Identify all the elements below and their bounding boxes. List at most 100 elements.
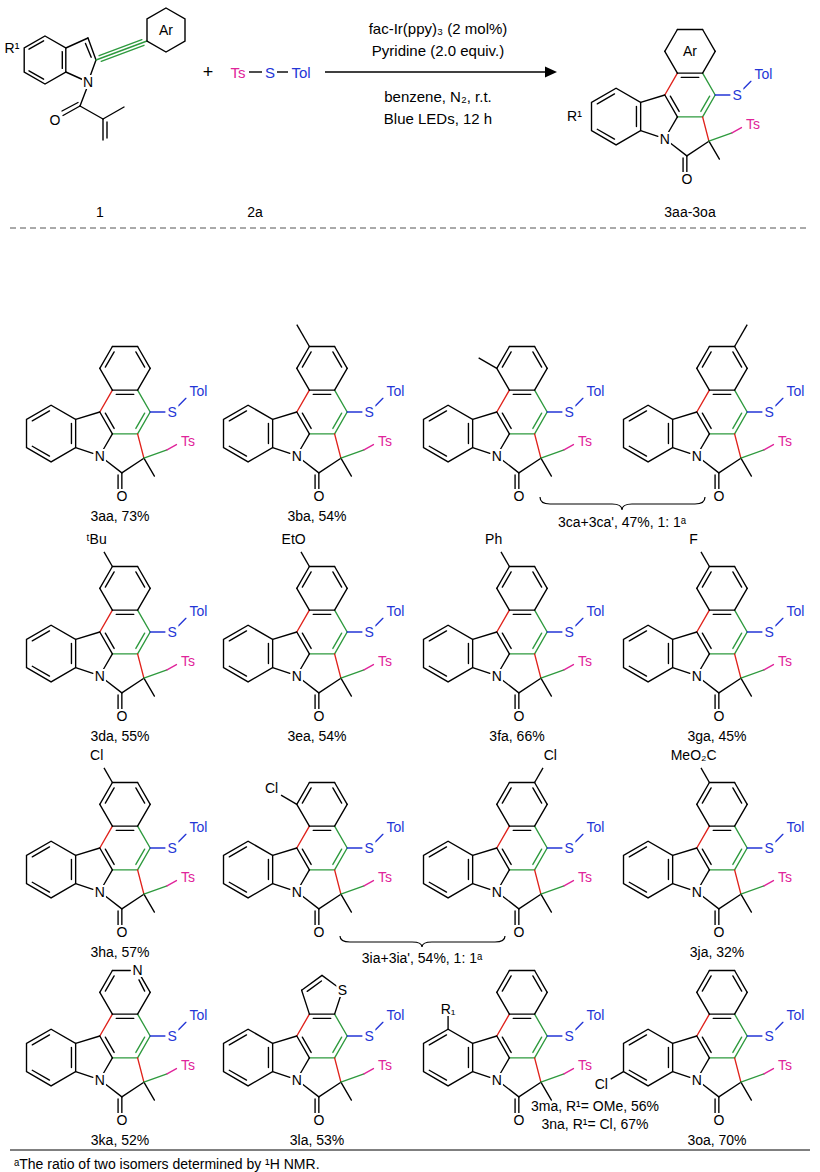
atom-label: S <box>364 625 375 639</box>
compound-label: 3fa, 66% <box>489 729 544 743</box>
atom-label: N <box>132 963 144 977</box>
atom-label: N <box>291 449 303 463</box>
condition-text: Pyridine (2.0 equiv.) <box>372 43 504 58</box>
product-structure <box>424 346 583 488</box>
product-structure <box>624 325 783 489</box>
compound-label: 3ka, 52% <box>91 1133 149 1147</box>
atom-label: Ts <box>230 65 247 80</box>
atom-label: R¹ <box>566 109 583 123</box>
atom-label: O <box>712 709 725 723</box>
product-structure <box>224 552 383 709</box>
atom-label: N <box>94 1073 106 1087</box>
atom-label: N <box>491 885 503 899</box>
product-structure <box>27 970 186 1112</box>
condition-text: Blue LEDs, 12 h <box>384 111 492 126</box>
product-structure <box>224 975 383 1112</box>
atom-label: Tol <box>586 820 606 834</box>
atom-label: Tol <box>290 65 311 80</box>
atom-label: Ts <box>377 870 393 884</box>
product-structure <box>624 768 783 925</box>
atom-label: S <box>564 841 575 855</box>
atom-label: N <box>291 1073 303 1087</box>
atom-label: F <box>688 532 699 546</box>
atom-label: Tol <box>586 384 606 398</box>
atom-label: Ts <box>745 117 761 131</box>
atom-label: O <box>115 1113 128 1127</box>
atom-label: Cl <box>543 748 558 762</box>
atom-label: N <box>691 449 703 463</box>
atom-label: O <box>312 489 325 503</box>
atom-label: Ph <box>484 532 503 546</box>
atom-label: S <box>167 625 178 639</box>
atom-label: Ar <box>682 44 698 58</box>
atom-label: O <box>712 925 725 939</box>
atom-label: Ts <box>377 654 393 668</box>
atom-label: MeO₂C <box>670 748 718 762</box>
atom-label: S <box>364 405 375 419</box>
atom-label: Ts <box>577 434 593 448</box>
atom-label: N <box>94 885 106 899</box>
atom-label: Ts <box>577 654 593 668</box>
compound-label: 3ia+3ia', 54%, 1: 1ᵃ <box>362 951 482 965</box>
atom-label: N <box>691 885 703 899</box>
atom-label: S <box>364 1029 375 1043</box>
atom-label: O <box>512 925 525 939</box>
compound-label: 3la, 53% <box>290 1133 344 1147</box>
atom-label: Tol <box>189 820 209 834</box>
atom-label: O <box>115 925 128 939</box>
atom-label: Ts <box>777 1058 793 1072</box>
compound-label: 3ea, 54% <box>287 729 346 743</box>
isomer-brace <box>340 936 505 947</box>
atom-label: Ts <box>180 654 196 668</box>
product-structure <box>424 552 583 709</box>
atom-label: N <box>491 449 503 463</box>
atom-label: Tol <box>786 384 806 398</box>
atom-label: Cl <box>89 748 104 762</box>
atom-label: O <box>512 489 525 503</box>
atom-label: Tol <box>786 1008 806 1022</box>
product-structure <box>224 782 383 924</box>
atom-label: S <box>732 88 743 102</box>
atom-label: N <box>291 669 303 683</box>
atom-label: S <box>364 841 375 855</box>
atom-label: Cl <box>594 1077 609 1091</box>
atom-label: S <box>167 1029 178 1043</box>
atom-label: O <box>115 709 128 723</box>
atom-label: Ts <box>577 1058 593 1072</box>
atom-label: Tol <box>189 1008 209 1022</box>
divider-dashed <box>10 228 810 229</box>
atom-label: S <box>564 405 575 419</box>
atom-label: S <box>167 405 178 419</box>
atom-label: ᵗBu <box>86 532 108 546</box>
atom-label: S <box>337 983 348 997</box>
atom-label: O <box>49 113 62 127</box>
atom-label: Ts <box>180 434 196 448</box>
compound-label: 3oa, 70% <box>687 1133 746 1147</box>
atom-label: O <box>312 709 325 723</box>
atom-label: Tol <box>189 384 209 398</box>
atom-label: N <box>94 669 106 683</box>
atom-label: O <box>312 1113 325 1127</box>
compound-label: 3ja, 32% <box>690 945 744 959</box>
atom-label: Ts <box>777 870 793 884</box>
atom-label: Ar <box>158 23 174 37</box>
atom-label: O <box>512 1113 525 1127</box>
atom-label: O <box>512 709 525 723</box>
plus-sign: + <box>203 63 214 81</box>
atom-label: S <box>564 625 575 639</box>
compound-label: 3aa-3oa <box>664 205 715 219</box>
atom-label: S <box>764 405 775 419</box>
product-structure <box>611 970 783 1112</box>
atom-label: Ts <box>377 1058 393 1072</box>
atom-label: N <box>82 75 94 89</box>
compound-label: 3na, R¹= Cl, 67% <box>542 1117 649 1131</box>
product-structure <box>624 552 783 709</box>
product-structure <box>424 768 583 925</box>
atom-label: Tol <box>786 820 806 834</box>
atom-label: Tol <box>386 384 406 398</box>
compound-label: 3da, 55% <box>90 729 149 743</box>
atom-label: Tol <box>386 1008 406 1022</box>
atom-label: Tol <box>786 604 806 618</box>
atom-label: Ts <box>577 870 593 884</box>
